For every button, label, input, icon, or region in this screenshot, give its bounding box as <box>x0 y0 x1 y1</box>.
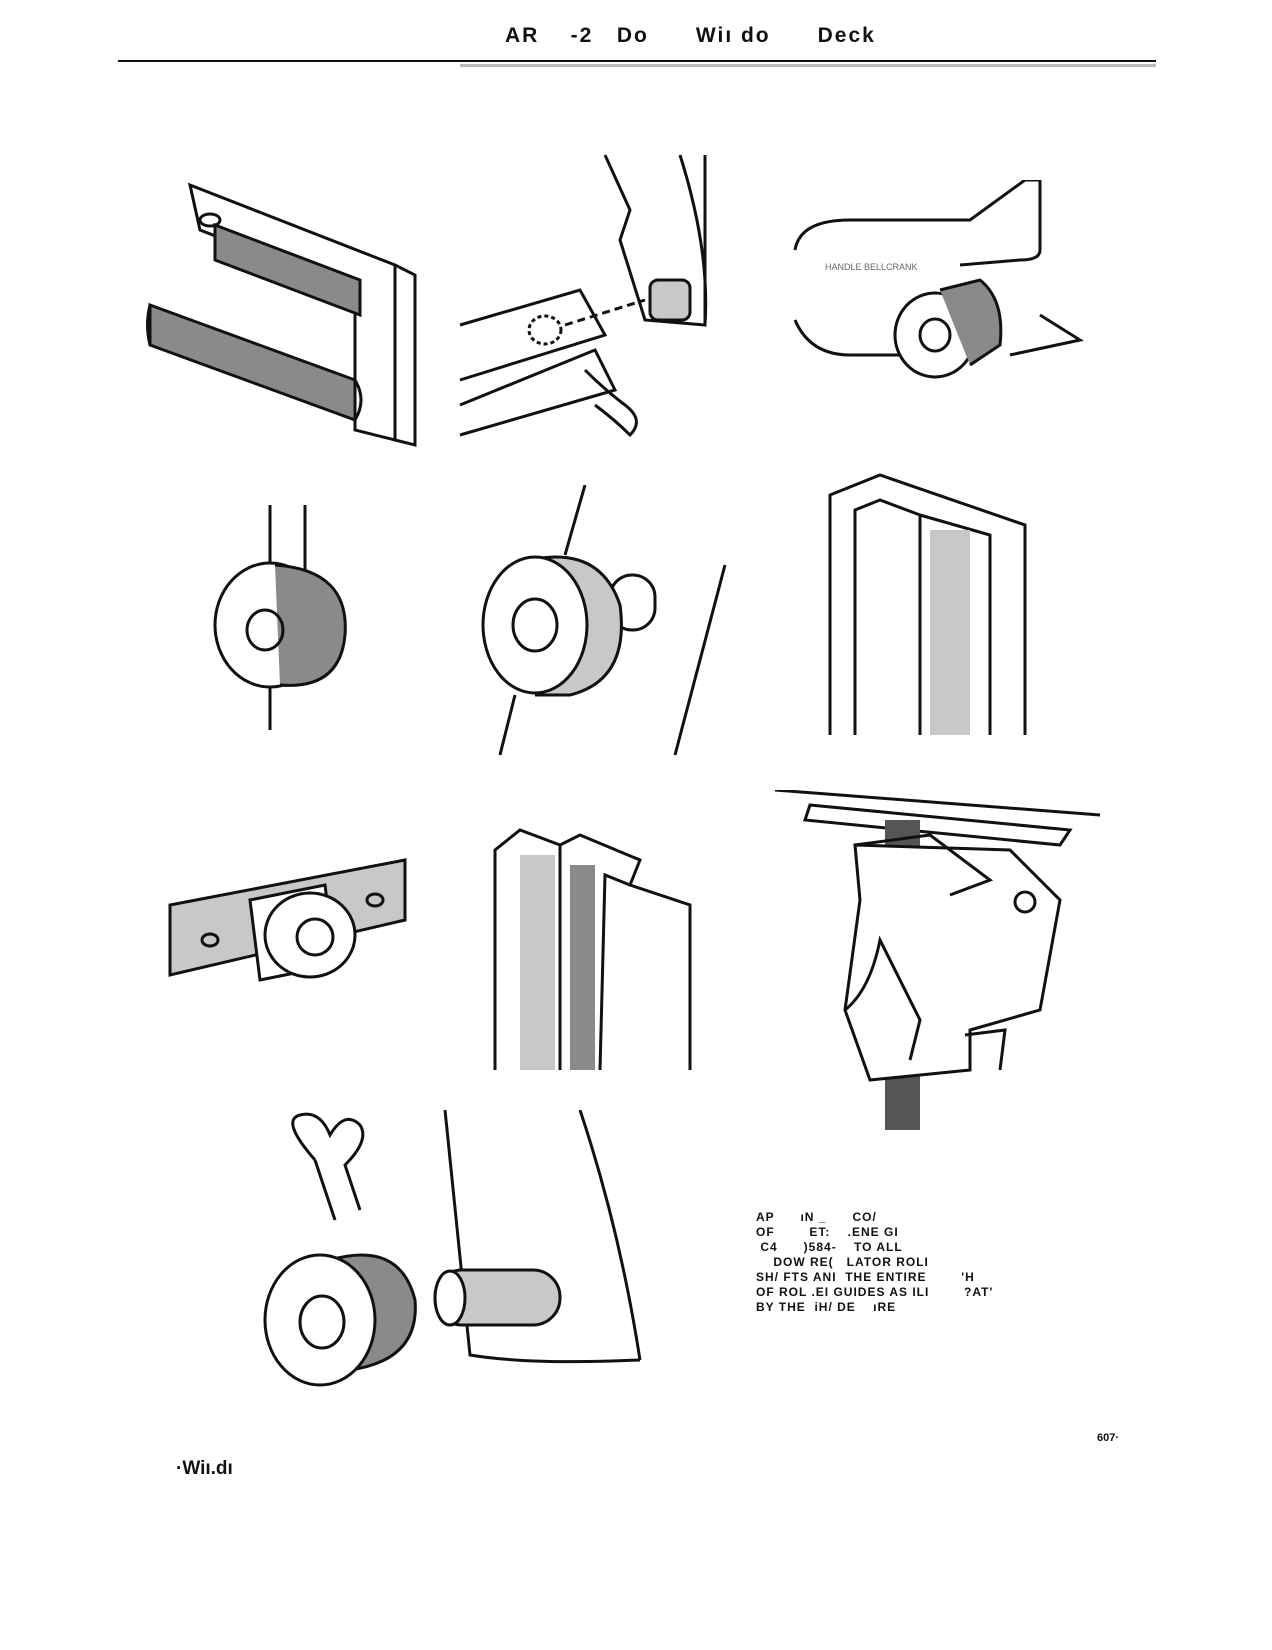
caption-line: OF ET: .ENE GI <box>756 1225 899 1239</box>
caption-line: C4 )584- TO ALL <box>756 1240 903 1254</box>
caption-line: OF ROL .EI GUIDES AS ILI ?AT' <box>756 1285 994 1299</box>
figure-caption: AP ıN _ CO/ OF ET: .ENE GI C4 )584- TO A… <box>756 1210 1056 1315</box>
page-footer: ·Wiı.dı <box>176 1458 233 1479</box>
figure-installing-tool <box>770 790 1115 1130</box>
figure-channel-bracket <box>145 180 425 455</box>
figure-roller-bracket-plate <box>165 855 415 985</box>
figure-roller-in-channel <box>205 500 355 735</box>
figure-roller-on-handle-bellcrank: HANDLE BELLCRANK <box>790 180 1090 390</box>
page-title: AR -2 Do Wiı do Deck <box>505 24 876 47</box>
figure-number: 607· <box>1097 1432 1120 1444</box>
header-rule <box>118 60 1156 62</box>
caption-line: AP ıN _ CO/ <box>756 1210 877 1224</box>
header-rule-shadow <box>460 64 1156 67</box>
caption-line: DOW RE( LATOR ROLI <box>756 1255 929 1269</box>
figure-roller-shaft-clip <box>455 150 720 440</box>
svg-text:HANDLE BELLCRANK: HANDLE BELLCRANK <box>825 262 918 272</box>
figure-roller-clip-shaft <box>260 1110 660 1410</box>
caption-line: SH/ FTS ANI THE ENTIRE 'H <box>756 1270 975 1284</box>
caption-line: BY THE iH/ DE ıRE <box>756 1300 897 1314</box>
figure-run-channel-short <box>490 825 700 1070</box>
page-header: AR -2 Do Wiı do Deck <box>0 22 1272 67</box>
figure-run-channel-long <box>820 470 1035 735</box>
figure-roller-bushing <box>480 485 740 760</box>
